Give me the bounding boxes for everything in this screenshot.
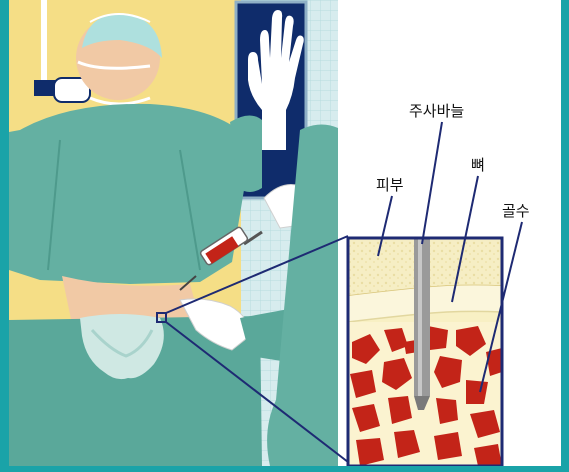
needle-label: 주사바늘 (409, 100, 464, 121)
patient-gown (9, 104, 262, 284)
skin-label: 피부 (376, 174, 404, 195)
illustration-canvas: 주사바늘 피부 뼈 골수 (9, 0, 561, 466)
bone-label: 뼈 (471, 154, 485, 175)
procedure-illustration (9, 0, 561, 466)
cross-section-inset (348, 238, 502, 466)
marrow-label: 골수 (502, 200, 530, 221)
